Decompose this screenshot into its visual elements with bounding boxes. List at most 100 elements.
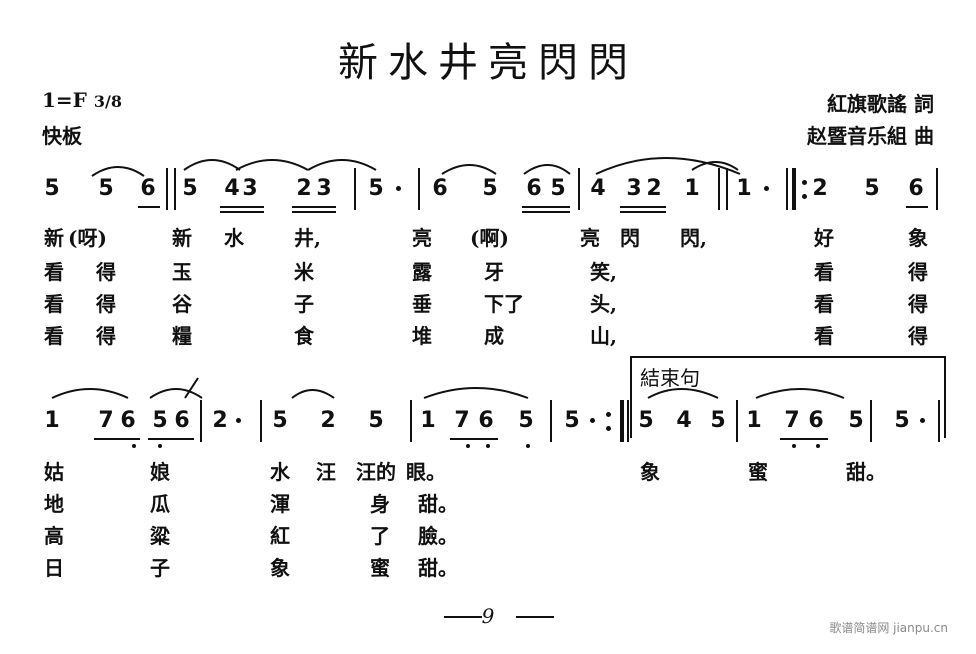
lyric: 玉 bbox=[172, 260, 192, 284]
lyric: 井, bbox=[294, 226, 321, 250]
lyric: (啊) bbox=[470, 226, 509, 250]
lyric: 得 bbox=[96, 260, 116, 284]
lyric: 瓜 bbox=[150, 492, 170, 516]
lyric: 山, bbox=[590, 324, 617, 348]
note: 5 bbox=[98, 176, 114, 201]
lyric: 牙 bbox=[484, 260, 504, 284]
note: 5 bbox=[482, 176, 498, 201]
repeat-dot bbox=[802, 194, 807, 199]
barline bbox=[166, 168, 168, 210]
lyric: 食 bbox=[294, 324, 314, 348]
lyric: 閃, bbox=[680, 226, 707, 250]
note: 5 bbox=[272, 408, 288, 433]
slur bbox=[235, 159, 309, 171]
lyric: 头, bbox=[590, 292, 617, 316]
augmentation-dot bbox=[590, 418, 595, 423]
note: 2 bbox=[646, 176, 662, 201]
lyric: 子 bbox=[294, 292, 314, 316]
slur bbox=[91, 166, 145, 177]
lyricist-credit: 紅旗歌謠 詞 bbox=[827, 92, 934, 116]
lyric: 看 bbox=[814, 324, 834, 348]
lyric: 看 bbox=[44, 324, 64, 348]
barline bbox=[936, 168, 938, 210]
note: 5 bbox=[638, 408, 654, 433]
slur bbox=[307, 159, 377, 171]
lyric: 了 bbox=[370, 524, 390, 548]
slur bbox=[149, 388, 203, 399]
note: 5 bbox=[152, 408, 168, 433]
tempo-marking: 快板 bbox=[42, 124, 82, 148]
eighth-underline bbox=[450, 438, 498, 440]
augmentation-dot bbox=[920, 418, 925, 423]
lyric: 成 bbox=[484, 324, 504, 348]
lyric: 堆 bbox=[412, 324, 432, 348]
note: 4 bbox=[676, 408, 692, 433]
lower-octave-dot bbox=[466, 444, 470, 448]
note: 3 bbox=[626, 176, 642, 201]
augmentation-dot bbox=[396, 186, 401, 191]
eighth-underline bbox=[220, 206, 264, 208]
lyric: 好 bbox=[814, 226, 834, 250]
repeat-barline bbox=[620, 400, 624, 442]
eighth-underline bbox=[292, 206, 336, 208]
lyric: 汪 bbox=[316, 460, 336, 484]
slur bbox=[51, 388, 129, 399]
note: 4 bbox=[590, 176, 606, 201]
lyric: 水 bbox=[270, 460, 290, 484]
note: 1 bbox=[684, 176, 700, 201]
note: 6 bbox=[478, 408, 494, 433]
augmentation-dot bbox=[764, 186, 769, 191]
eighth-underline bbox=[94, 438, 140, 440]
eighth-underline bbox=[906, 206, 928, 208]
repeat-dot bbox=[802, 180, 807, 185]
lyric: 谷 bbox=[172, 292, 192, 316]
barline bbox=[736, 400, 738, 442]
note: 5 bbox=[848, 408, 864, 433]
slur bbox=[523, 164, 571, 175]
lyric: 子 bbox=[150, 556, 170, 580]
lyric: 蜜 bbox=[748, 460, 768, 484]
lyric: 露 bbox=[412, 260, 432, 284]
lyric: 閃 bbox=[620, 226, 640, 250]
watermark: 歌谱简谱网 jianpu.cn bbox=[829, 621, 948, 635]
note: 6 bbox=[432, 176, 448, 201]
lyric: 米 bbox=[294, 260, 314, 284]
note: 7 bbox=[784, 408, 800, 433]
barline bbox=[550, 400, 552, 442]
barline bbox=[260, 400, 262, 442]
note: 5 bbox=[368, 176, 384, 201]
note: 5 bbox=[368, 408, 384, 433]
page-rule-left bbox=[444, 616, 482, 618]
barline bbox=[938, 400, 940, 442]
eighth-underline bbox=[780, 438, 828, 440]
lyric: 新 bbox=[44, 226, 64, 250]
slur bbox=[691, 161, 739, 171]
note: 5 bbox=[864, 176, 880, 201]
barline bbox=[627, 400, 629, 442]
song-title: 新水井亮閃閃 bbox=[338, 40, 638, 86]
barline bbox=[718, 168, 720, 210]
note: 7 bbox=[98, 408, 114, 433]
lyric: 看 bbox=[44, 260, 64, 284]
sixteenth-underline bbox=[522, 211, 570, 213]
lower-octave-dot bbox=[132, 444, 136, 448]
time-signature: 3/8 bbox=[93, 92, 122, 111]
eighth-underline bbox=[620, 206, 666, 208]
note: 6 bbox=[120, 408, 136, 433]
lyric: 下了 bbox=[484, 292, 524, 316]
eighth-underline bbox=[138, 206, 160, 208]
lyric: 垂 bbox=[412, 292, 432, 316]
note: 6 bbox=[526, 176, 542, 201]
slur bbox=[184, 377, 199, 399]
page-number: 9 bbox=[481, 604, 495, 628]
lyric: 汪的 bbox=[356, 460, 396, 484]
lower-octave-dot bbox=[158, 444, 162, 448]
lyric: 甜。 bbox=[418, 556, 458, 580]
barline bbox=[578, 168, 580, 210]
lyric: 糧 bbox=[172, 324, 192, 348]
page-rule-right bbox=[516, 616, 554, 618]
note: 5 bbox=[564, 408, 580, 433]
lyric: 亮 bbox=[412, 226, 432, 250]
lyric: 亮 bbox=[580, 226, 600, 250]
barline bbox=[726, 168, 728, 210]
